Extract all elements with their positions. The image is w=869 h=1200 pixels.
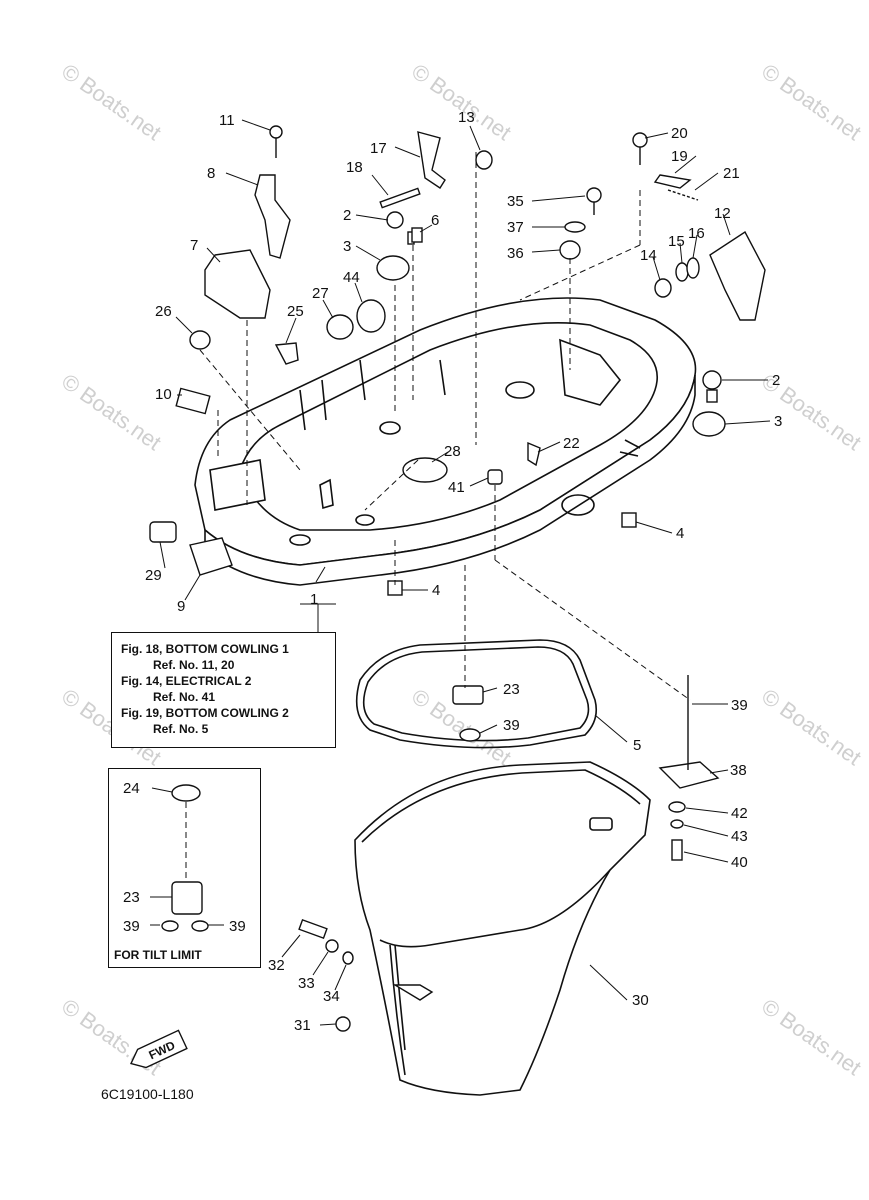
part-label: 17 (370, 140, 387, 157)
lower-apron-cover (354, 761, 651, 1096)
diagram-code: 6C19100-L180 (101, 1086, 194, 1102)
part-label: 34 (323, 988, 340, 1005)
leader-lines (150, 119, 771, 1026)
part-label: 27 (312, 285, 329, 302)
part-label: 42 (731, 805, 748, 822)
svg-text:© Boats.net: © Boats.net (57, 59, 166, 146)
reference-line: Fig. 14, ELECTRICAL 2 (121, 674, 252, 688)
part-label: 18 (346, 159, 363, 176)
part-label: 15 (668, 233, 685, 250)
part-label: 39 (503, 717, 520, 734)
part-label: 9 (177, 598, 185, 615)
part-label: 13 (458, 109, 475, 126)
part-label: 36 (507, 245, 524, 262)
part-label: 40 (731, 854, 748, 871)
part-label: 23 (503, 681, 520, 698)
svg-text:© Boats.net: © Boats.net (757, 684, 866, 771)
part-label: 41 (448, 479, 465, 496)
reference-line: Ref. No. 41 (153, 690, 216, 704)
part-label: 6 (431, 212, 439, 229)
part-label: 10 (155, 386, 172, 403)
part-label: 23 (123, 889, 140, 906)
gasket-seal (355, 639, 598, 749)
reference-line: Fig. 19, BOTTOM COWLING 2 (121, 706, 289, 720)
small-parts (149, 125, 766, 1032)
part-label: 3 (774, 413, 782, 430)
part-label: 29 (145, 567, 162, 584)
svg-text:© Boats.net: © Boats.net (57, 369, 166, 456)
part-label: 38 (730, 762, 747, 779)
reference-line: Ref. No. 5 (153, 722, 209, 736)
svg-text:© Boats.net: © Boats.net (757, 59, 866, 146)
part-label: 20 (671, 125, 688, 142)
reference-box: Fig. 18, BOTTOM COWLING 1 Ref. No. 11, 2… (111, 632, 336, 748)
part-label: 7 (190, 237, 198, 254)
svg-text:© Boats.net: © Boats.net (407, 59, 516, 146)
svg-text:© Boats.net: © Boats.net (57, 994, 166, 1081)
part-label: 28 (444, 443, 461, 460)
part-label: 19 (671, 148, 688, 165)
part-label: 2 (772, 372, 780, 389)
part-label: 3 (343, 238, 351, 255)
tilt-limit-caption: FOR TILT LIMIT (114, 948, 202, 962)
alignment-lines (185, 152, 691, 880)
part-label: 39 (123, 918, 140, 935)
part-label: 25 (287, 303, 304, 320)
part-label: 2 (343, 207, 351, 224)
svg-text:© Boats.net: © Boats.net (757, 994, 866, 1081)
reference-line: Ref. No. 11, 20 (153, 658, 235, 672)
part-label: 33 (298, 975, 315, 992)
part-label: 35 (507, 193, 524, 210)
part-label: 31 (294, 1017, 311, 1034)
part-label: 30 (632, 992, 649, 1009)
part-label: 24 (123, 780, 140, 797)
part-label: 39 (229, 918, 246, 935)
part-label: 4 (432, 582, 440, 599)
part-label: 37 (507, 219, 524, 236)
part-label: 39 (731, 697, 748, 714)
part-label: 1 (310, 591, 318, 608)
part-label: 21 (723, 165, 740, 182)
part-label: 14 (640, 247, 657, 264)
bottom-cowling-tray (194, 297, 697, 586)
part-label: 22 (563, 435, 580, 452)
part-label: 4 (676, 525, 684, 542)
part-label: 26 (155, 303, 172, 320)
part-label: 11 (219, 112, 235, 129)
part-label: 12 (714, 205, 731, 222)
part-label: 8 (207, 165, 215, 182)
part-label: 44 (343, 269, 360, 286)
part-label: 32 (268, 957, 285, 974)
tilt-limit-inset (108, 768, 261, 968)
part-label: 16 (688, 225, 705, 242)
part-label: 43 (731, 828, 748, 845)
reference-line: Fig. 18, BOTTOM COWLING 1 (121, 642, 289, 656)
part-labels: 1 2 3 4 5 6 7 8 9 10 11 12 13 14 15 16 1… (123, 109, 782, 1034)
part-label: 5 (633, 737, 641, 754)
